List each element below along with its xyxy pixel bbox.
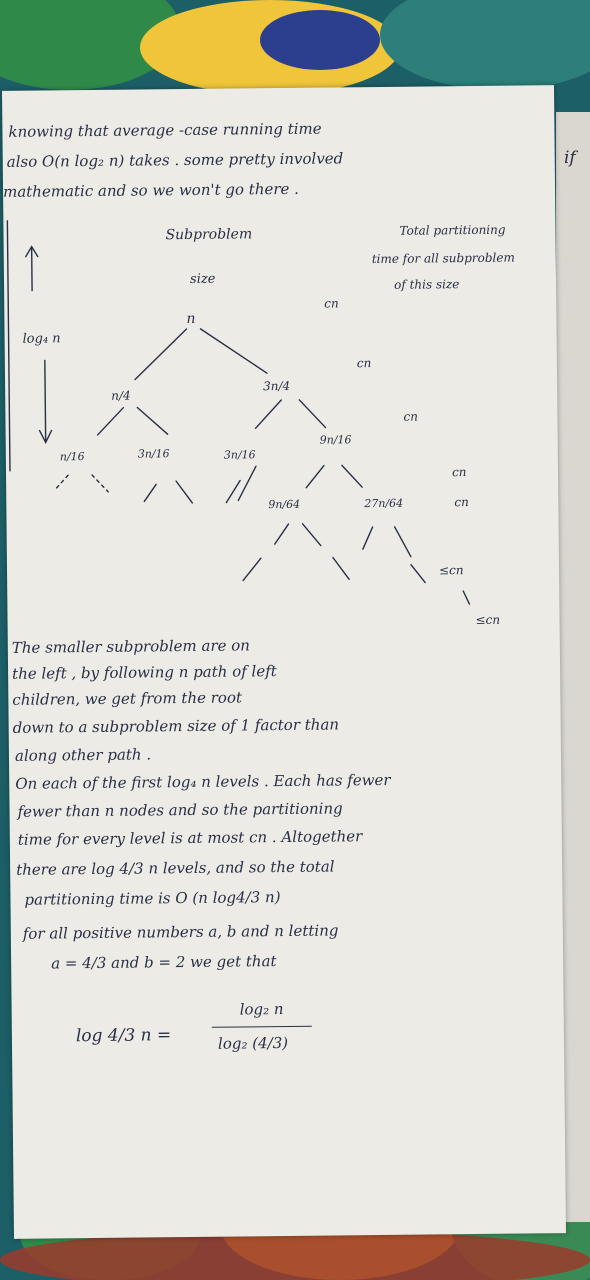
tree-node-3n4: 3n/4: [263, 379, 290, 393]
body-line-10: partitioning time is O (n log4/3 n): [24, 888, 281, 909]
tree-root: n: [186, 311, 195, 327]
col-subproblem-size-2: size: [190, 272, 216, 287]
tree-node-3n16-a: 3n/16: [138, 447, 170, 460]
height-label: log₄ n: [23, 331, 61, 346]
cost-level-4: cn: [454, 495, 469, 509]
cost-level-0: cn: [324, 296, 339, 310]
body-line-4: down to a subproblem size of 1 factor th…: [12, 715, 340, 737]
tree-node-27n64: 27n/64: [363, 497, 403, 510]
body-line-8: time for every level is at most cn . Alt…: [17, 827, 363, 849]
formula-numerator: log₂ n: [239, 1000, 284, 1019]
tree-node-9n16: 9n/16: [320, 433, 352, 446]
side-mark: if: [564, 148, 576, 168]
col-total: Total partitioning: [399, 223, 505, 238]
body-line-1: The smaller subproblem are on: [11, 636, 250, 657]
body-line-2: the left , by following n path of left: [12, 662, 277, 683]
tree-node-9n64: 9n/64: [268, 498, 300, 511]
notebook-page: knowing that average -case running time …: [2, 85, 566, 1239]
body-line-9: there are log 4/3 n levels, and so the t…: [16, 857, 335, 879]
cost-level-5: ≤cn: [439, 563, 464, 577]
body-line-3: children, we get from the root: [12, 688, 243, 709]
body-line-5: along other path .: [14, 745, 152, 765]
col-total-2: time for all subproblem: [372, 251, 515, 266]
body-line-6: On each of the first log₄ n levels . Eac…: [15, 770, 391, 793]
body-line-7: fewer than n nodes and so the partitioni…: [17, 799, 343, 821]
body-line-12: a = 4/3 and b = 2 we get that: [51, 952, 277, 973]
cost-level-1: cn: [357, 356, 372, 370]
tree-node-n4: n/4: [111, 389, 131, 403]
tree-node-3n16-b: 3n/16: [224, 448, 256, 461]
recursion-tree: Subproblem size Total partitioning time …: [6, 220, 515, 627]
height-arrow-down: [44, 359, 47, 442]
formula-lhs: log 4/3 n =: [75, 1025, 172, 1047]
tree-node-n16: n/16: [60, 450, 85, 463]
body-line-11: for all positive numbers a, b and n lett…: [22, 921, 339, 943]
col-total-3: of this size: [394, 277, 459, 292]
cost-level-6: ≤cn: [475, 613, 500, 627]
fraction-bar: [211, 1025, 312, 1028]
formula-denominator: log₂ (4/3): [217, 1033, 289, 1053]
col-subproblem-size: Subproblem: [165, 226, 252, 243]
cost-level-3: cn: [452, 465, 467, 479]
cost-level-2: cn: [403, 410, 418, 424]
